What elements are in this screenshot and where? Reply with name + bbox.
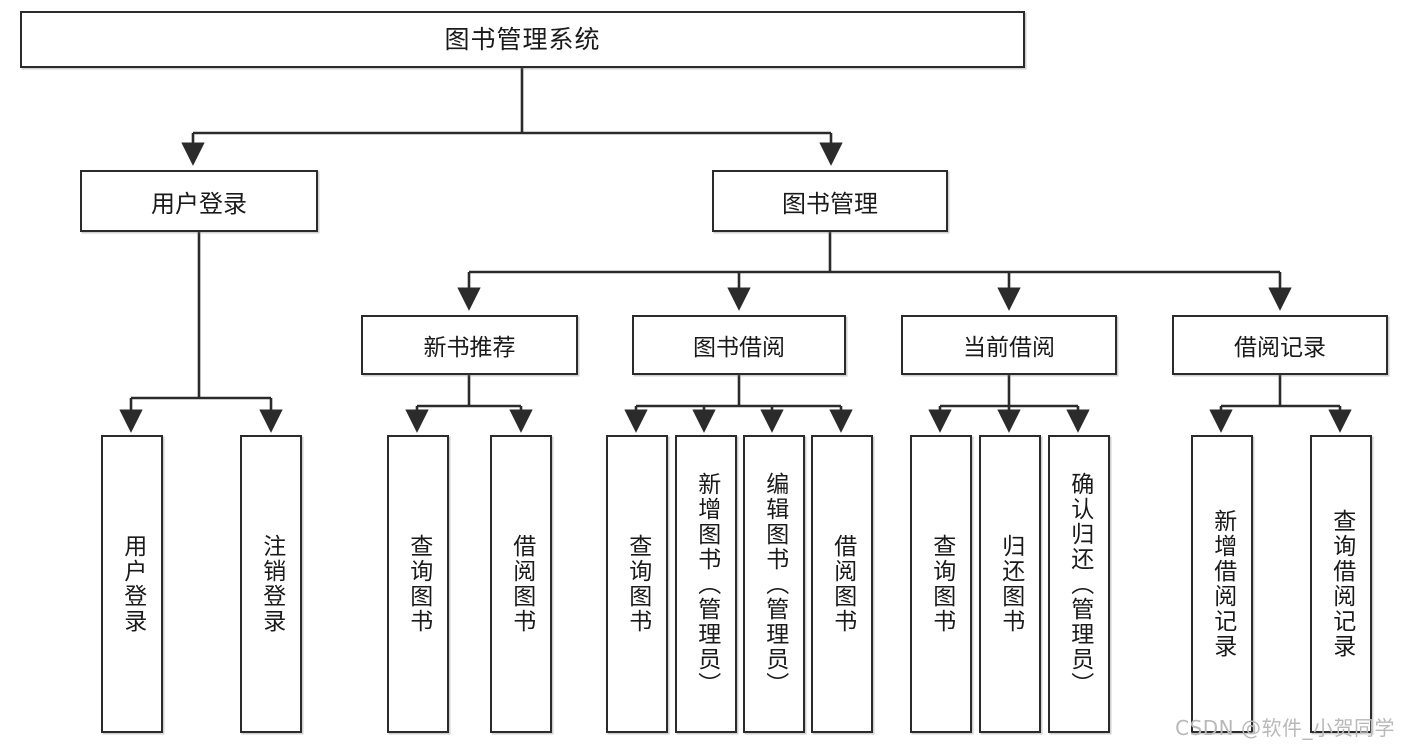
- node-leaf-borrow-query-label: 查询图书: [624, 534, 651, 634]
- node-leaf-borrow-borrow[interactable]: 借阅图书: [811, 435, 873, 733]
- node-leaf-current-return[interactable]: 归还图书: [979, 435, 1041, 733]
- node-leaf-borrow-borrow-label: 借阅图书: [829, 534, 856, 634]
- node-leaf-borrow-query[interactable]: 查询图书: [606, 435, 668, 733]
- node-leaf-newbook-borrow[interactable]: 借阅图书: [490, 435, 552, 733]
- node-leaf-user-login-label: 用户登录: [119, 534, 146, 634]
- node-leaf-newbook-query[interactable]: 查询图书: [387, 435, 449, 733]
- node-book-borrow-label: 图书借阅: [693, 335, 785, 361]
- node-leaf-record-query[interactable]: 查询借阅记录: [1310, 435, 1372, 733]
- node-current-borrow[interactable]: 当前借阅: [901, 315, 1117, 375]
- node-leaf-newbook-query-label: 查询图书: [405, 534, 432, 634]
- node-leaf-borrow-edit[interactable]: 编辑图书（管理员）: [743, 435, 805, 733]
- node-leaf-record-add[interactable]: 新增借阅记录: [1191, 435, 1253, 733]
- node-leaf-current-return-label: 归还图书: [997, 534, 1024, 634]
- node-borrow-record[interactable]: 借阅记录: [1172, 315, 1388, 375]
- node-root[interactable]: 图书管理系统: [20, 11, 1025, 68]
- node-leaf-user-logout[interactable]: 注销登录: [240, 435, 302, 733]
- node-user-login[interactable]: 用户登录: [80, 170, 318, 232]
- node-leaf-user-logout-label: 注销登录: [258, 534, 285, 634]
- node-new-book-recommend[interactable]: 新书推荐: [361, 315, 578, 375]
- node-leaf-current-query-label: 查询图书: [928, 534, 955, 634]
- node-book-management[interactable]: 图书管理: [712, 170, 948, 232]
- node-leaf-newbook-borrow-label: 借阅图书: [508, 534, 535, 634]
- node-leaf-user-login[interactable]: 用户登录: [101, 435, 163, 733]
- node-leaf-borrow-add[interactable]: 新增图书（管理员）: [675, 435, 737, 733]
- node-current-borrow-label: 当前借阅: [963, 335, 1055, 361]
- node-leaf-record-add-label: 新增借阅记录: [1209, 509, 1236, 659]
- node-leaf-current-query[interactable]: 查询图书: [910, 435, 972, 733]
- node-root-label: 图书管理系统: [444, 24, 601, 54]
- node-new-book-recommend-label: 新书推荐: [423, 335, 516, 361]
- node-borrow-record-label: 借阅记录: [1234, 335, 1326, 361]
- node-leaf-current-confirm-label: 确认归还（管理员）: [1066, 471, 1093, 697]
- node-book-management-label: 图书管理: [782, 189, 878, 218]
- watermark: CSDN @软件_小贺同学: [1175, 716, 1395, 740]
- node-leaf-record-query-label: 查询借阅记录: [1328, 509, 1355, 659]
- node-user-login-label: 用户登录: [151, 189, 247, 218]
- node-leaf-borrow-add-label: 新增图书（管理员）: [693, 471, 720, 697]
- node-leaf-current-confirm[interactable]: 确认归还（管理员）: [1048, 435, 1110, 733]
- node-leaf-borrow-edit-label: 编辑图书（管理员）: [761, 471, 788, 697]
- node-book-borrow[interactable]: 图书借阅: [632, 315, 846, 375]
